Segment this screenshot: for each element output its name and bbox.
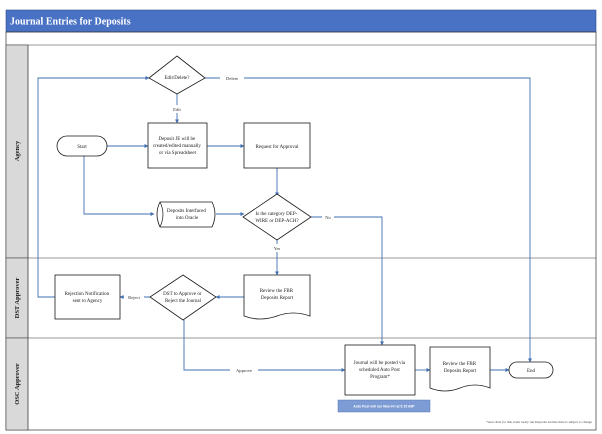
edge-label-bg — [220, 74, 244, 82]
edge-label-bg — [124, 293, 144, 301]
process-rejection — [54, 274, 121, 320]
document-osc-review — [429, 346, 491, 392]
process-journal-autopost-label: Journal will be posted via scheduled Aut… — [354, 361, 407, 380]
process-request-approval-label: Request for Approval — [255, 145, 299, 150]
lane-label-agency: Agency — [14, 140, 21, 161]
edge-label-edit: Edit — [173, 107, 181, 112]
start-label: Start — [77, 145, 87, 150]
decision-category-label: Is the category DEP- WIRE or DEP-ACH? — [255, 212, 299, 224]
decision-dst — [149, 274, 217, 321]
edge-label-no: No — [325, 215, 331, 220]
process-deposit-je — [147, 122, 208, 169]
edge-label-bg — [270, 244, 284, 252]
edge-label-bg — [322, 213, 334, 221]
edge-label-approve: Approve — [236, 368, 252, 373]
document-dst-review — [243, 274, 311, 320]
footnote: *Auto Post for this event rarely run Dep… — [486, 420, 592, 424]
process-journal-autopost — [344, 344, 416, 396]
document-dst-review-label: Review the FBR Deposits Report — [260, 289, 295, 301]
edge-label-yes: Yes — [274, 246, 281, 251]
edge-rejection-loop — [37, 75, 150, 298]
start-terminator — [56, 135, 108, 157]
lane-label-osc: OSC Approver — [14, 363, 21, 405]
decision-dst-label: DST to Approve or Reject the Journal — [163, 292, 203, 304]
data-deposits-interfaced — [156, 201, 216, 228]
data-deposits-interfaced-label: Deposits Interfaced into Oracle — [167, 209, 207, 221]
document-osc-review-label: Review the FBR Deposits Report — [443, 362, 478, 374]
edge-label-bg — [170, 105, 184, 113]
edge-no — [311, 216, 385, 346]
process-deposit-je-label: Deposit JE will be created/edited manual… — [153, 137, 202, 156]
decision-edit-delete — [148, 55, 206, 95]
process-request-approval — [243, 122, 311, 169]
cylinder-edge — [159, 201, 164, 228]
autopost-badge-label: Auto Post will run Mon-Fri at 9:15 AM* — [353, 405, 415, 409]
decision-edit-delete-label: Edit/Delete? — [165, 76, 191, 81]
edge-approve — [183, 320, 346, 373]
end-terminator — [508, 361, 554, 379]
edge-label-bg — [230, 366, 258, 374]
edge-delete — [205, 77, 533, 363]
end-label: End — [527, 369, 536, 374]
diagram-title: Journal Entries for Deposits — [10, 17, 131, 28]
process-rejection-label: Rejection Notification sent to Agency — [65, 292, 111, 304]
decision-category — [242, 193, 312, 241]
edge-start-interfaced — [83, 156, 155, 217]
edge-label-delete: Delete — [226, 76, 238, 81]
autopost-badge — [337, 399, 431, 413]
edge-label-reject: Reject — [128, 295, 140, 300]
lane-label-dst: DST Approver — [14, 278, 21, 319]
